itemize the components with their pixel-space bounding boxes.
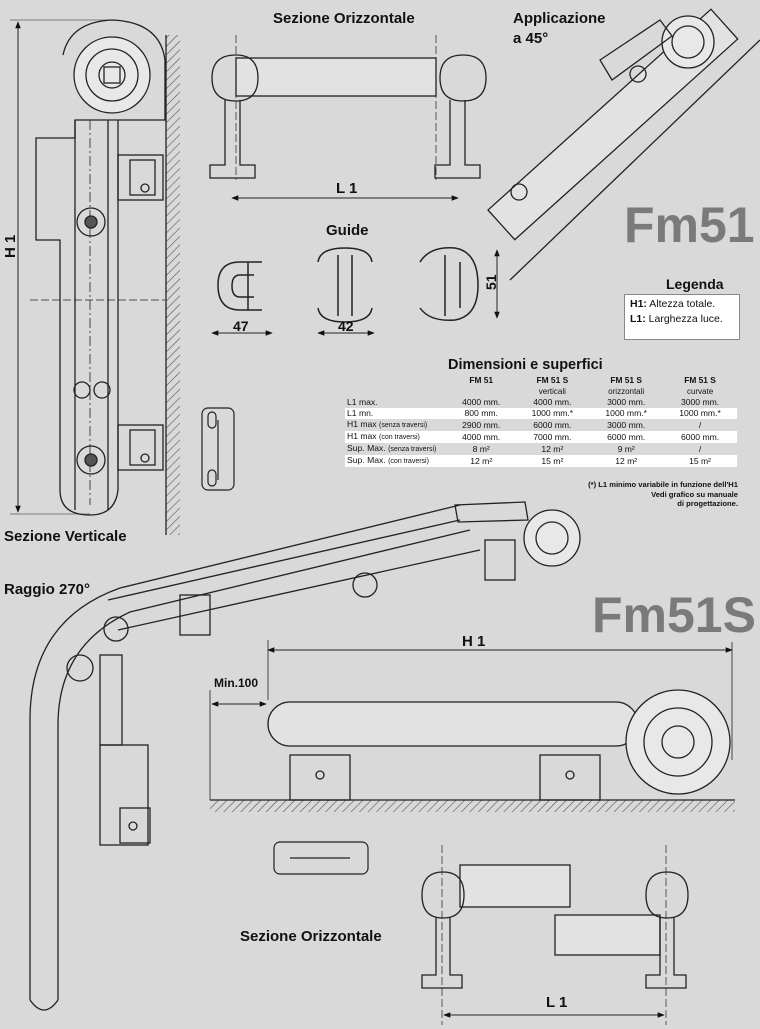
label-sezione-orizzontale-top: Sezione Orizzontale bbox=[273, 10, 415, 27]
label-applicazione: Applicazione bbox=[513, 10, 606, 27]
horizontal-section-bottom bbox=[421, 845, 689, 1025]
horizontal-section-top bbox=[209, 35, 487, 201]
legend-title: Legenda bbox=[666, 276, 724, 292]
radius-270-guide bbox=[29, 504, 471, 1011]
label-sezione-orizzontale-bottom: Sezione Orizzontale bbox=[240, 928, 382, 945]
dim-guide-51: 51 bbox=[483, 274, 499, 290]
col-subheader: orizzontali bbox=[608, 387, 645, 396]
application-45-drawing bbox=[487, 8, 760, 281]
bracket-detail-2 bbox=[273, 841, 369, 875]
legend-box: H1: Altezza totale. L1: Larghezza luce. bbox=[624, 294, 740, 340]
inclined-section-drawing bbox=[103, 501, 581, 642]
bracket-detail bbox=[201, 407, 235, 491]
legend-item: L1: Larghezza luce. bbox=[630, 313, 723, 325]
dim-h1-bottom: H 1 bbox=[462, 633, 486, 650]
col-subheader bbox=[447, 386, 515, 397]
dimensions-table: FM 51 FM 51 S FM 51 S FM 51 S verticali … bbox=[345, 375, 737, 467]
guide-profiles bbox=[211, 247, 500, 336]
fm51s-horizontal-drawing bbox=[209, 640, 735, 812]
model-fm51s: Fm51S bbox=[592, 587, 756, 643]
col-header: FM 51 S bbox=[610, 375, 643, 385]
col-subheader: curvate bbox=[686, 387, 714, 396]
table-title: Dimensioni e superfici bbox=[448, 357, 603, 373]
label-a45: a 45° bbox=[513, 30, 549, 47]
dim-h1-left: H 1 bbox=[2, 234, 19, 258]
col-header: FM 51 S bbox=[684, 375, 716, 385]
table-row: H1 max (senza traversi) 2900 mm.6000 mm.… bbox=[347, 419, 702, 430]
table-row: L1 mn. 800 mm.1000 mm.*1000 mm.*1000 mm.… bbox=[345, 408, 737, 419]
dim-l1-bottom: L 1 bbox=[546, 994, 568, 1011]
col-subheader: verticali bbox=[538, 387, 566, 396]
col-header: FM 51 S bbox=[536, 375, 569, 385]
table-footnote: (*) L1 minimo variabile in funzione dell… bbox=[588, 480, 738, 508]
dim-min100: Min.100 bbox=[214, 676, 259, 690]
vertical-section-drawing bbox=[10, 19, 180, 535]
table-row: L1 max. 4000 mm.4000 mm.3000 mm.3000 mm. bbox=[347, 397, 720, 407]
dim-guide-47: 47 bbox=[233, 318, 249, 334]
col-header: FM 51 bbox=[469, 375, 494, 385]
model-fm51: Fm51 bbox=[624, 197, 755, 253]
label-guide: Guide bbox=[326, 222, 369, 239]
dim-l1-top: L 1 bbox=[336, 180, 358, 197]
label-raggio: Raggio 270° bbox=[4, 581, 91, 598]
dim-guide-42: 42 bbox=[338, 318, 354, 334]
table-row: H1 max (con traversi) 4000 mm.7000 mm.60… bbox=[345, 431, 737, 443]
legend-item: H1: Altezza totale. bbox=[630, 298, 716, 310]
label-sezione-verticale: Sezione Verticale bbox=[4, 528, 127, 545]
